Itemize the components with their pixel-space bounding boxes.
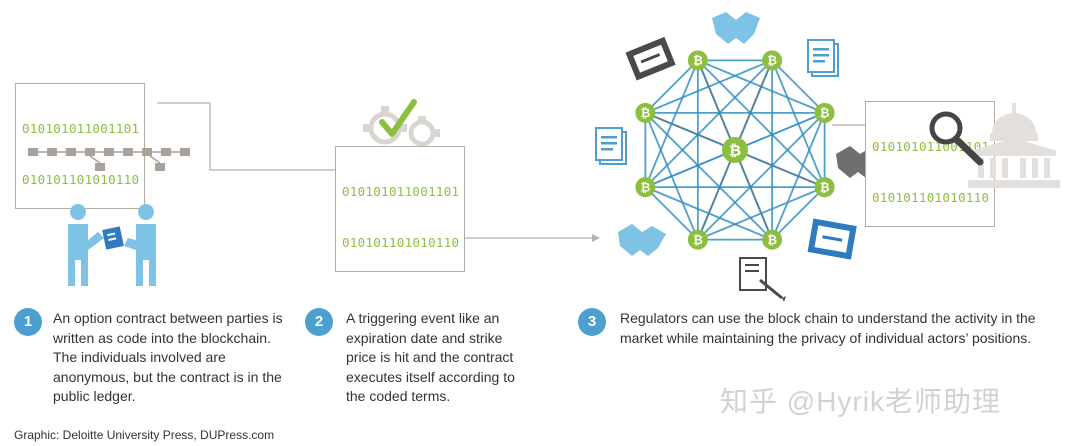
network-spoke [734,112,825,151]
code-line: 010101101010110 [872,190,990,205]
step-2-text: A triggering event like an expiration da… [346,310,515,404]
network-spoke [734,149,825,188]
bitcoin-node [814,102,835,123]
network-edge [644,59,699,114]
certificate-icon-bottom-right [807,218,857,260]
code-line: 010101011001101 [22,121,140,136]
bitcoin-node [722,137,748,163]
handshake-icon-top [712,12,760,44]
step-1-badge: 1 [14,308,42,336]
bitcoin-node [635,102,656,123]
bitcoin-symbol: ₿ [640,106,650,120]
code-line: 010101011001101 [342,184,460,199]
handshake-icon-bottom-left [618,224,666,256]
network-spoke [697,60,736,151]
bitcoin-symbol: ₿ [729,141,741,159]
bitcoin-symbol: ₿ [640,180,650,194]
network-edge [771,186,826,241]
code-line: 010101101010110 [342,235,460,250]
code-box-left: 010101011001101 010101101010110 [15,83,146,209]
network-spoke [734,60,773,151]
bitcoin-node [687,229,708,250]
signing-document-icon [739,257,786,302]
network-spoke [645,112,736,151]
watermark: 知乎 @Hyrik老师助理 [720,386,1001,417]
bitcoin-symbol: ₿ [693,54,703,68]
bitcoin-symbol: ₿ [767,233,777,247]
network-spoke [645,149,736,188]
step-1-text: An option contract between parties is wr… [53,310,283,404]
step-3-badge: 3 [578,308,606,336]
document-icon-top-right [807,39,839,77]
bitcoin-node [762,229,783,250]
step-2-badge: 2 [305,308,333,336]
network-edge [771,59,826,114]
bitcoin-node [814,177,835,198]
network-edge [644,186,699,241]
network-spoke [697,149,736,240]
bitcoin-symbol: ₿ [820,106,830,120]
bitcoin-symbol: ₿ [820,180,830,194]
bitcoin-node [687,50,708,71]
step-3-text: Regulators can use the block chain to un… [620,310,1036,346]
bitcoin-node [635,177,656,198]
code-box-middle: 010101011001101 010101101010110 [335,146,466,272]
code-line: 010101101010110 [22,172,140,187]
footer-credit: Graphic: Deloitte University Press, DUPr… [14,428,275,442]
network-edge [644,112,773,241]
document-icon-left [595,127,627,165]
network-edge [645,59,773,114]
network-spoke [734,149,773,240]
bitcoin-symbol: ₿ [693,233,703,247]
certificate-icon-top-left [625,36,676,81]
bitcoin-node [762,50,783,71]
bitcoin-symbol: ₿ [767,54,777,68]
